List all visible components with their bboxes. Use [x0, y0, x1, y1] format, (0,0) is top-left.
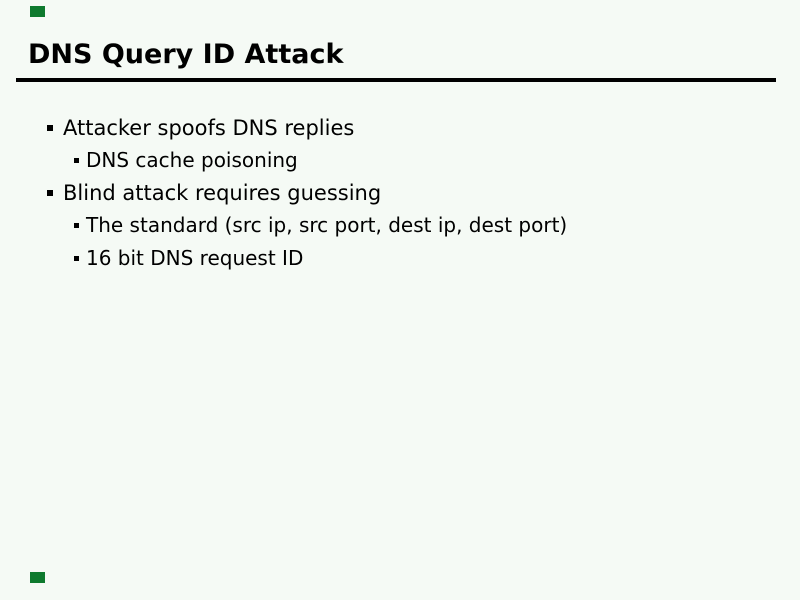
bullet-text: The standard (src ip, src port, dest ip,… [86, 213, 568, 237]
bullet-square-icon [74, 223, 79, 228]
bullet-text: Attacker spoofs DNS replies [63, 116, 355, 140]
bullet-item: Blind attack requires guessing [0, 177, 800, 209]
green-corner-mark-top [30, 6, 45, 17]
bullet-square-icon [47, 190, 53, 196]
bullet-item: Attacker spoofs DNS replies [0, 112, 800, 144]
bullet-text: DNS cache poisoning [86, 148, 298, 172]
bullet-list: Attacker spoofs DNS replies DNS cache po… [0, 112, 800, 275]
bullet-text: 16 bit DNS request ID [86, 246, 304, 270]
slide-title: DNS Query ID Attack [28, 39, 344, 70]
bullet-square-icon [47, 125, 53, 131]
bullet-subitem: DNS cache poisoning [0, 144, 800, 177]
green-corner-mark-bottom [30, 572, 45, 583]
bullet-square-icon [74, 158, 79, 163]
bullet-square-icon [74, 256, 79, 261]
bullet-subitem: 16 bit DNS request ID [0, 242, 800, 275]
title-underline-rule [16, 78, 776, 82]
bullet-text: Blind attack requires guessing [63, 181, 382, 205]
bullet-subitem: The standard (src ip, src port, dest ip,… [0, 209, 800, 242]
